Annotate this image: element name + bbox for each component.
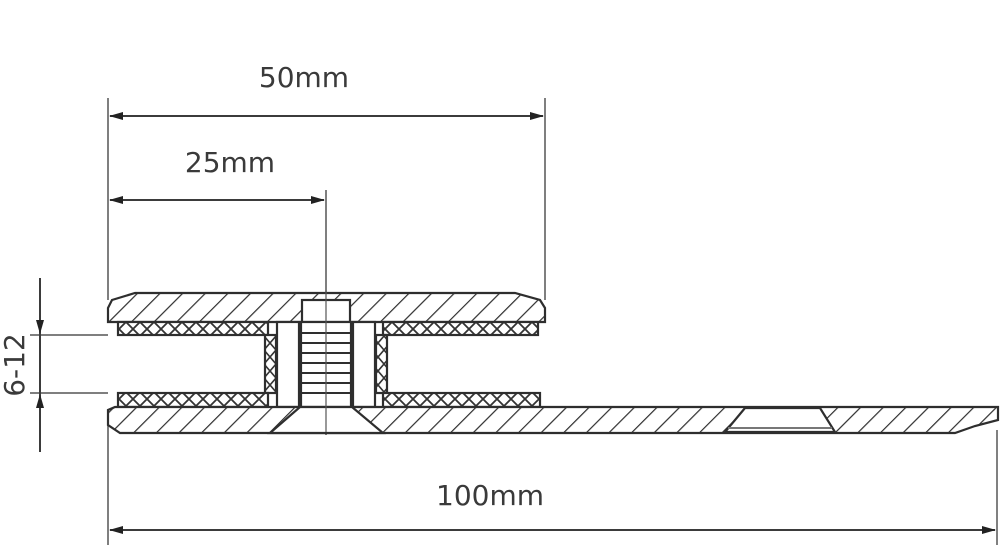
lower-gasket-right (381, 391, 542, 409)
dimension-50mm: 50mm (107, 61, 546, 300)
dimension-glass-thickness: 6-12 (0, 278, 108, 452)
countersunk-mounting-hole (722, 406, 837, 434)
dimension-100mm: 100mm (107, 410, 998, 545)
dimension-label-25mm: 25mm (185, 146, 275, 179)
upper-gasket-left (116, 320, 270, 337)
sleeve-gasket-left (263, 333, 278, 395)
upper-gasket-right (381, 320, 540, 337)
dimension-label-50mm: 50mm (259, 61, 349, 94)
dimension-label-6-12: 6-12 (0, 333, 31, 397)
sleeve-gasket-right (374, 333, 389, 395)
dimension-label-100mm: 100mm (436, 479, 544, 512)
bottom-plate-extension (106, 405, 1000, 435)
lower-gasket-left (116, 391, 270, 409)
